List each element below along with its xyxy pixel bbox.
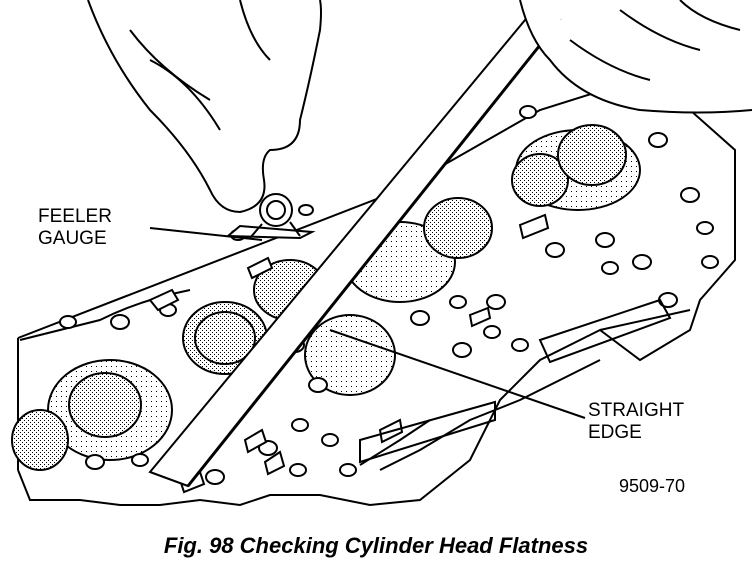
figure-number: 9509-70 <box>619 476 686 496</box>
straight-edge-label-line1: STRAIGHT <box>588 400 685 421</box>
feeler-gauge-label-line2: GAUGE <box>38 228 107 249</box>
leader-lines <box>149 227 586 419</box>
figure-caption: Fig. 98 Checking Cylinder Head Flatness <box>163 533 589 558</box>
feeler-gauge-label-line1: FEELER <box>38 206 112 227</box>
side-rails <box>359 298 691 464</box>
feeler-gauge-tool <box>225 193 316 240</box>
straight-edge-label: STRAIGHT EDGE <box>588 400 684 444</box>
straight-edge-leader <box>329 329 586 419</box>
feeler-gauge-leader <box>149 227 263 241</box>
feeler-gauge-label: FEELER GAUGE <box>38 206 112 250</box>
straight-edge-label-line2: EDGE <box>588 422 642 443</box>
hands <box>87 0 752 214</box>
